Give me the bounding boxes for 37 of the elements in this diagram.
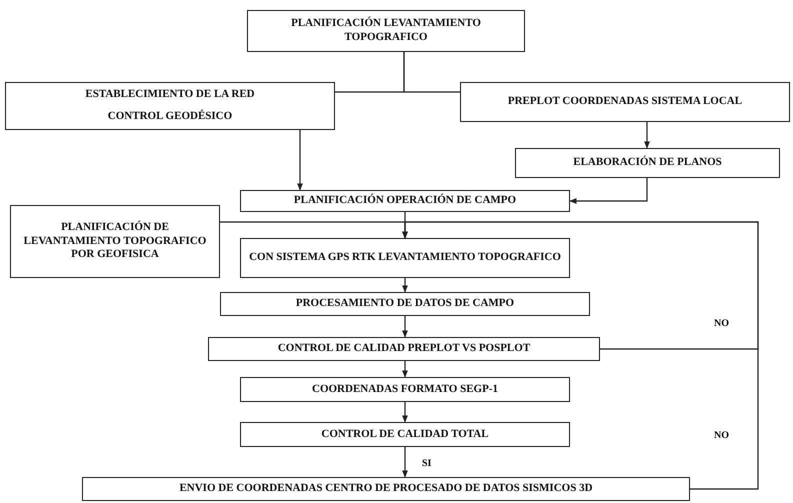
process-box [240,238,570,278]
box-text: PLANIFICACIÓN OPERACIÓN DE CAMPO [294,194,516,208]
process-box [240,422,570,447]
connector-arrow [297,130,303,191]
box-text: CONTROL GEODÉSICO [108,110,232,124]
connector-arrow [402,221,759,490]
process-box [208,337,600,361]
process-box [82,477,690,501]
edge-label: NO [712,318,731,329]
box-text: ELABORACIÓN DE PLANOS [573,156,722,170]
process-box [10,205,220,278]
process-box [240,377,570,402]
connector-arrow [402,447,408,478]
box-text: PREPLOT COORDENADAS SISTEMA LOCAL [508,95,742,109]
process-box [515,148,780,178]
connector-arrow [402,402,408,423]
process-box [460,82,790,122]
connector-arrow [402,278,408,293]
box-text: ENVIO DE COORDENADAS CENTRO DE PROCESADO DE DATOS SISMICOS 3D [179,482,593,496]
process-box [247,10,525,52]
box-text: CON SISTEMA GPS RTK LEVANTAMIENTO TOPOGRAFICO [249,251,561,265]
box-text: PLANIFICACIÓN DE LEVANTAMIENTO TOPOGRAFICO POR GEOFISICA [22,220,208,262]
box-text: CONTROL DE CALIDAD PREPLOT VS POSPLOT [278,342,530,356]
box-text: COORDENADAS FORMATO SEGP-1 [312,382,498,396]
process-box [5,82,335,130]
box-text: ESTABLECIMIENTO DE LA RED [85,88,255,102]
connector-arrow [644,122,650,149]
edge-label: NO [712,430,731,441]
connector-arrow [569,178,648,204]
box-text: PLANIFICACIÓN LEVANTAMIENTO TOPOGRAFICO [290,17,482,45]
box-text: PROCESAMIENTO DE DATOS DE CAMPO [296,297,514,311]
connector-arrow [402,316,408,338]
process-box [220,292,590,316]
box-text: CONTROL DE CALIDAD TOTAL [321,428,489,442]
connector-arrow [402,361,408,378]
edge-label: SI [420,458,434,469]
process-box [240,190,570,212]
